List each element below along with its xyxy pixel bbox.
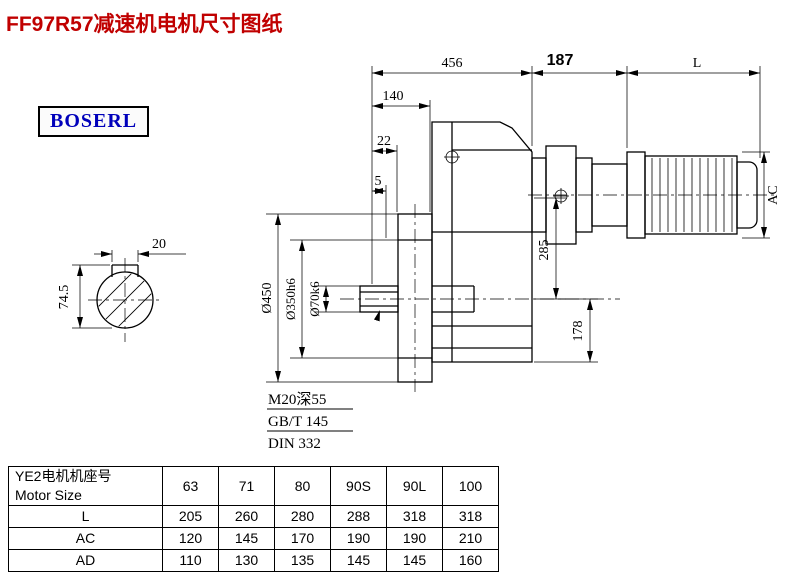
dim-label-L: L [693,56,702,71]
cell-AC-5: 210 [442,526,499,550]
bolt-markers [444,149,569,204]
size-col-63: 63 [162,466,219,506]
cell-L-4: 318 [386,504,443,528]
shaft-bore-detail-view [96,264,154,329]
dim-187: 187 [532,52,628,148]
dim-dia450: Ø450 [260,213,398,383]
table-header-en: Motor Size [15,486,82,503]
dim-label-dia70: Ø70k6 [307,281,322,317]
dim-label-dia350: Ø350h6 [283,278,298,320]
dim-label-74_5: 74.5 [57,285,72,310]
motor-size-table: YE2电机机座号 Motor Size 63 71 80 90S 90L 100… [8,466,499,572]
dim-label-187: 187 [547,52,574,69]
cell-L-0: 205 [162,504,219,528]
dim-keyway-74_5: 74.5 [57,264,112,329]
size-col-90L: 90L [386,466,443,506]
size-col-71: 71 [218,466,275,506]
size-col-90S: 90S [330,466,387,506]
dim-L: L [627,56,761,158]
dim-label-5: 5 [375,174,382,189]
dim-label-140: 140 [383,89,404,104]
cell-AD-5: 160 [442,548,499,572]
table-header-motor-size: YE2电机机座号 Motor Size [8,466,163,506]
cell-AD-2: 135 [274,548,331,572]
standard-gbt-label: GB/T 145 [268,414,328,430]
cell-L-3: 288 [330,504,387,528]
dim-456: 456 [371,56,533,284]
motor-fins [651,158,733,232]
dim-label-285: 285 [537,240,552,261]
dim-dia350: Ø350h6 [283,239,398,359]
cell-AC-3: 190 [330,526,387,550]
gearbox-side-view [359,121,758,383]
dim-label-22: 22 [377,134,391,149]
cell-AC-2: 170 [274,526,331,550]
cell-AD-4: 145 [386,548,443,572]
dim-178: 178 [534,298,598,363]
dim-label-456: 456 [442,56,463,71]
row-label-L: L [8,504,163,528]
dim-label-20: 20 [152,237,166,252]
brand-logo: BOSERL [38,106,150,137]
cell-L-2: 280 [274,504,331,528]
cell-AC-1: 145 [218,526,275,550]
cell-AD-3: 145 [330,548,387,572]
dim-label-dia450: Ø450 [260,282,275,313]
row-label-AD: AD [8,548,163,572]
cell-L-5: 318 [442,504,499,528]
standard-din-label: DIN 332 [268,436,321,452]
cell-AD-0: 110 [162,548,219,572]
cell-AD-1: 130 [218,548,275,572]
table-row-AD: AD 110 130 135 145 145 160 [8,548,499,572]
dim-AC: AC [742,151,781,239]
dim-label-178: 178 [571,321,586,342]
dim-5: 5 [372,174,387,238]
dim-22: 22 [372,134,398,212]
cell-L-1: 260 [218,504,275,528]
size-col-100: 100 [442,466,499,506]
cell-AC-4: 190 [386,526,443,550]
size-col-80: 80 [274,466,331,506]
dim-keyway-20: 20 [94,237,186,262]
row-label-AC: AC [8,526,163,550]
table-header-row: YE2电机机座号 Motor Size 63 71 80 90S 90L 100 [8,466,499,506]
dim-label-AC: AC [766,185,781,204]
table-row-L: L 205 260 280 288 318 318 [8,504,499,528]
thread-note-label: M20深55 [268,391,326,408]
dim-dia70: Ø70k6 [307,281,360,317]
cell-AC-0: 120 [162,526,219,550]
thread-spec-note: M20深55 GB/T 145 DIN 332 [267,310,380,452]
table-row-AC: AC 120 145 170 190 190 210 [8,526,499,550]
dim-140: 140 [372,89,431,212]
table-header-cn: YE2电机机座号 [15,468,112,484]
dim-285: 285 [534,197,566,300]
page-title: FF97R57减速机电机尺寸图纸 [6,13,283,36]
